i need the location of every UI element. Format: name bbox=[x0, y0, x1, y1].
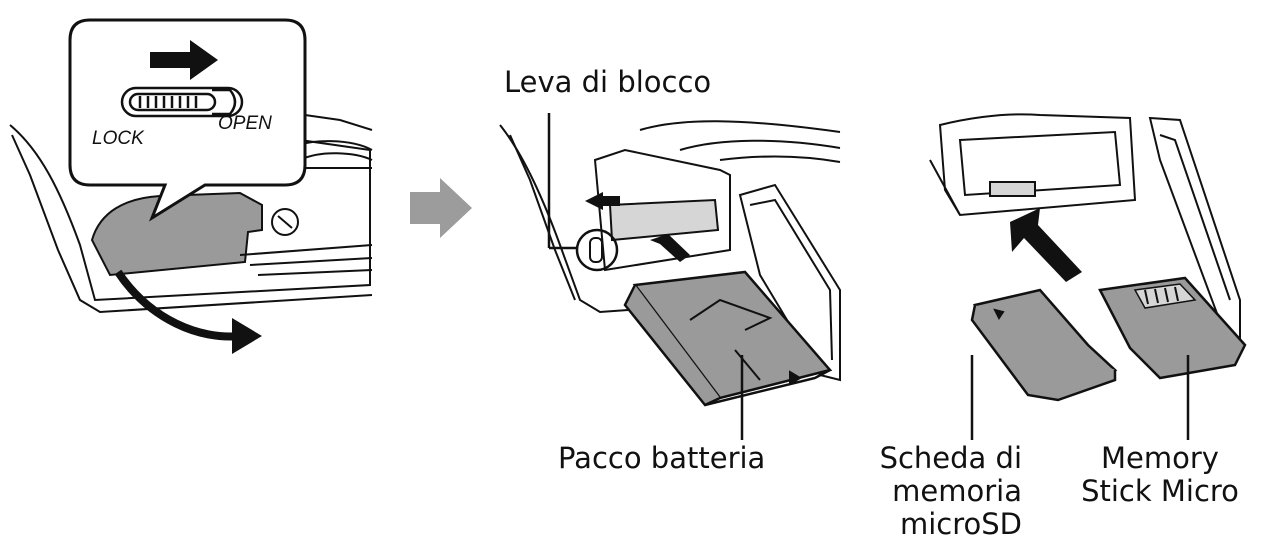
camera-body-outline-1 bbox=[9, 113, 373, 302]
insert-card-arrow bbox=[1010, 208, 1082, 282]
battery-pack-icon bbox=[623, 270, 833, 407]
step-arrow-icon bbox=[410, 178, 472, 238]
insert-battery-arrow bbox=[650, 234, 690, 262]
camera-body-outline-2 bbox=[499, 124, 629, 314]
panel-open-cover bbox=[9, 113, 373, 314]
lock-switch-icon bbox=[120, 86, 244, 118]
microsd-label-line3: microSD bbox=[899, 507, 1022, 541]
memory-stick-label: Memory Stick Micro bbox=[1060, 442, 1260, 508]
memory-stick-label-line2: Stick Micro bbox=[1081, 474, 1239, 508]
battery-door-2 bbox=[738, 183, 841, 382]
open-direction-arrow bbox=[114, 269, 262, 354]
open-label: OPEN bbox=[218, 113, 272, 134]
microsd-label-line1: Scheda di bbox=[879, 441, 1022, 475]
camera-lens-ring-2 bbox=[639, 120, 841, 133]
slide-right-arrow bbox=[150, 40, 218, 80]
panel-battery bbox=[499, 113, 841, 440]
panel-memory-card bbox=[929, 113, 1247, 440]
camera-edge-1 bbox=[11, 134, 373, 314]
camera-body-outline-3 bbox=[938, 113, 1137, 217]
battery-pack-label: Pacco batteria bbox=[558, 441, 766, 475]
battery-cover-1 bbox=[90, 191, 263, 277]
microsd-label-line2: memoria bbox=[892, 474, 1022, 508]
lock-switch-callout bbox=[68, 18, 307, 222]
lock-lever-label: Leva di blocco bbox=[504, 65, 712, 99]
microsd-card-icon bbox=[970, 288, 1118, 402]
lock-label: LOCK bbox=[92, 128, 144, 149]
microsd-label: Scheda di memoria microSD bbox=[862, 442, 1022, 541]
memory-stick-label-line1: Memory bbox=[1101, 441, 1219, 475]
lever-slide-arrow bbox=[585, 192, 603, 210]
lock-lever-highlight bbox=[575, 228, 619, 272]
memory-stick-micro-icon bbox=[1098, 276, 1247, 380]
